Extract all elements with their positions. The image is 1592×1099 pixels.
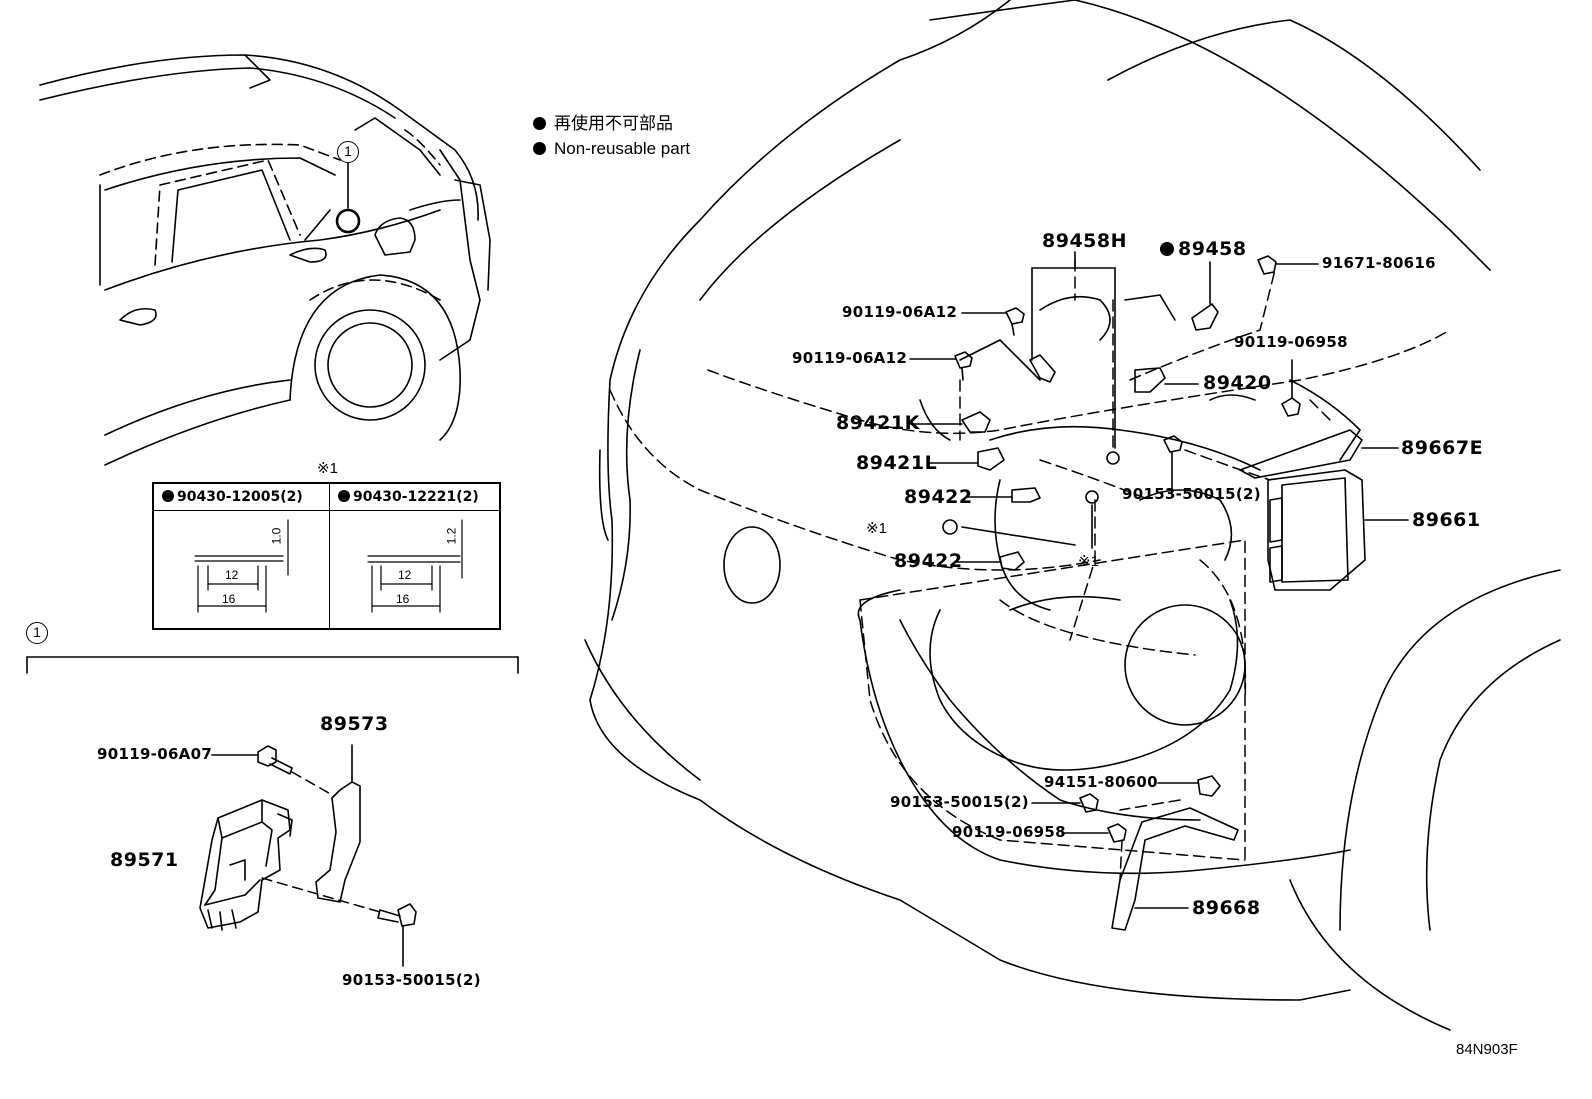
part-label-91671-80616[interactable]: 91671-80616 xyxy=(1322,254,1436,272)
part-label-90119-06A12-upper[interactable]: 90119-06A12 xyxy=(842,303,958,321)
part-label-90119-06A12-lower[interactable]: 90119-06A12 xyxy=(792,349,908,367)
part-label-89420[interactable]: 89420 xyxy=(1203,372,1272,394)
table-note-mark: ※1 xyxy=(317,460,338,477)
car-rear-illustration xyxy=(39,54,491,466)
callout-bracket-89458H xyxy=(1031,251,1116,449)
dim-outer-1: 16 xyxy=(222,592,236,606)
part-label-90153-50015-ecu[interactable]: 90153-50015(2) xyxy=(1122,485,1261,503)
part-label-89668[interactable]: 89668 xyxy=(1192,897,1261,919)
washer-table-divider xyxy=(329,484,330,628)
part-label-90153-50015-module[interactable]: 90153-50015(2) xyxy=(342,971,481,989)
part-label-89661[interactable]: 89661 xyxy=(1412,509,1481,531)
part-label-90119-06A07[interactable]: 90119-06A07 xyxy=(97,745,213,763)
legend-jp-text: 再使用不可部品 xyxy=(554,114,673,133)
washer-dimension-drawings xyxy=(194,519,463,613)
module-89571-illustration xyxy=(199,744,417,967)
washer-table-col1-header: 90430-12005(2) xyxy=(162,489,303,505)
callout-bracket xyxy=(26,656,519,674)
note-mark-left: ※1 xyxy=(866,520,887,537)
part-label-89422-lower[interactable]: 89422 xyxy=(894,550,963,572)
diagram-reference-code: 84N903F xyxy=(1456,1041,1518,1058)
part-label-89667E[interactable]: 89667E xyxy=(1401,437,1484,459)
part-label-90119-06958-upper[interactable]: 90119-06958 xyxy=(1234,333,1348,351)
dim-thickness-2: 1.2 xyxy=(444,527,459,545)
part-label-89571[interactable]: 89571 xyxy=(110,849,179,871)
part-label-90119-06958-lower[interactable]: 90119-06958 xyxy=(952,823,1066,841)
non-reusable-dot-icon xyxy=(533,117,546,130)
callout-marker-car: 1 xyxy=(337,141,359,163)
part-label-89458H[interactable]: 89458H xyxy=(1042,230,1128,252)
washer-table-header xyxy=(154,484,499,511)
washer-table: 90430-12005(2) 90430-12221(2) xyxy=(152,482,501,630)
part-label-90153-50015-lower[interactable]: 90153-50015(2) xyxy=(890,793,1029,811)
non-reusable-dot-icon xyxy=(1160,242,1174,256)
dim-outer-2: 16 xyxy=(396,592,410,606)
non-reusable-dot-icon xyxy=(162,490,174,502)
dim-inner-1: 12 xyxy=(225,568,239,582)
dim-thickness-1: 1.0 xyxy=(269,527,284,545)
non-reusable-dot-icon xyxy=(533,142,546,155)
part-label-94151-80600[interactable]: 94151-80600 xyxy=(1044,773,1158,791)
engine-bay-illustration xyxy=(584,0,1561,1031)
legend-en-text: Non-reusable part xyxy=(554,139,691,158)
legend-line-2: Non-reusable part xyxy=(533,140,690,157)
part-label-89458[interactable]: 89458 xyxy=(1160,240,1247,259)
washer-table-col2-header: 90430-12221(2) xyxy=(338,489,479,505)
part-label-89422-upper[interactable]: 89422 xyxy=(904,486,973,508)
callout-marker-section: 1 xyxy=(26,622,48,644)
part-label-89573[interactable]: 89573 xyxy=(320,713,389,735)
note-mark-right: ※1 xyxy=(1078,553,1099,570)
small-parts xyxy=(909,255,1409,931)
part-label-89421L[interactable]: 89421L xyxy=(856,452,938,474)
dim-inner-2: 12 xyxy=(398,568,412,582)
legend-line-1: 再使用不可部品 xyxy=(533,115,673,132)
part-label-89421K[interactable]: 89421K xyxy=(836,412,920,434)
non-reusable-dot-icon xyxy=(338,490,350,502)
